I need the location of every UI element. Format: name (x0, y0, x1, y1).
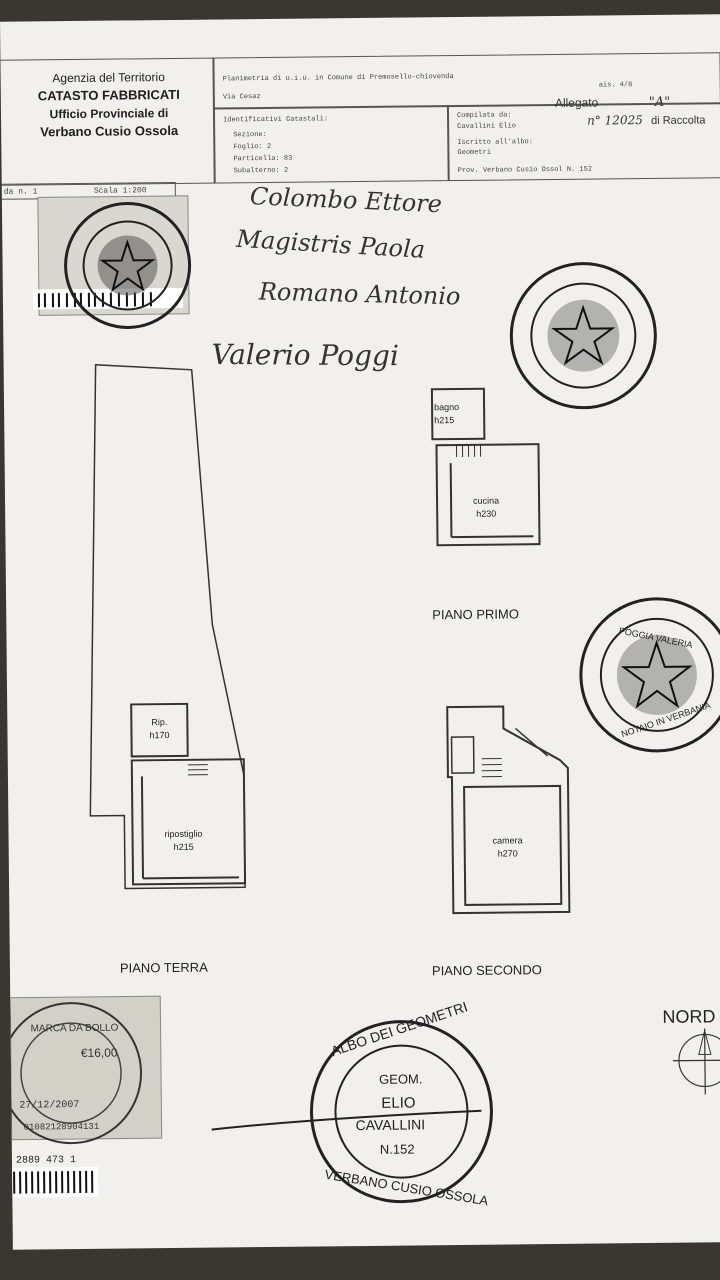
marca-date: 27/12/2007 (19, 1099, 79, 1112)
marca-amount: €16,00 (81, 1046, 118, 1060)
piano-terra-label: PIANO TERRA (119, 959, 208, 976)
albo-stamp-elio: ELIO (381, 1094, 415, 1111)
rip-label: Rip. h170 (137, 716, 181, 742)
albo-stamp-cavallini: CAVALLINI (356, 1116, 426, 1133)
second-floor-outline (446, 705, 571, 915)
rip-room (130, 702, 189, 758)
notary-seal-top-right (509, 262, 657, 410)
camera-name: camera (492, 835, 523, 846)
spiral-stair (450, 736, 475, 774)
floor-plans-drawing: POGGIA VALERIA NOTAIO IN VERBANIA (0, 195, 720, 1208)
geometra-signature (211, 1109, 482, 1131)
cucina-height: h230 (476, 508, 497, 519)
revenue-stamp-bottom (9, 995, 163, 1141)
rip-height: h170 (149, 730, 170, 741)
cadastral-sheet: Agenzia del Territorio CATASTO FABBRICAT… (0, 14, 720, 1250)
camera-label: camera h270 (483, 834, 533, 861)
marca-code: 01082128904131 (24, 1122, 100, 1133)
bagno-label: bagno h215 (434, 401, 474, 427)
camera-room (463, 784, 563, 906)
albo-geometri-stamp (309, 1020, 493, 1204)
ripostiglio-height: h215 (173, 841, 194, 852)
barcode-top (32, 287, 184, 310)
ripostiglio-room (130, 758, 247, 886)
cucina-label: cucina h230 (461, 494, 511, 521)
cucina-name: cucina (472, 495, 500, 506)
piano-primo-label: PIANO PRIMO (432, 606, 520, 623)
notary-seal-middle-right (579, 597, 720, 753)
marca-text: MARCA DA BOLLO (31, 1023, 119, 1035)
ripostiglio-name: ripostiglio (164, 828, 203, 840)
barcode-number: 2889 473 1 (15, 1155, 77, 1167)
piano-secondo-label: PIANO SECONDO (431, 962, 542, 979)
albo-stamp-title: ALBO DEI GEOMETRI (329, 998, 470, 1059)
cucina-room (435, 443, 541, 547)
ripostiglio-label: ripostiglio h215 (148, 828, 218, 855)
albo-stamp-geom: GEOM. (379, 1071, 422, 1086)
second-floor-stair (481, 758, 502, 778)
bagno-room (430, 387, 486, 441)
north-label: NORD (662, 1006, 716, 1027)
rip-name: Rip. (151, 717, 168, 728)
first-floor-stair (455, 444, 482, 458)
ground-floor-outline (89, 363, 246, 890)
notary-seal-top-left (64, 201, 192, 329)
bagno-name: bagno (434, 401, 460, 413)
albo-stamp-number: N.152 (380, 1141, 415, 1156)
bagno-height: h215 (434, 415, 455, 426)
camera-height: h270 (497, 848, 518, 859)
ground-stair (187, 759, 208, 776)
